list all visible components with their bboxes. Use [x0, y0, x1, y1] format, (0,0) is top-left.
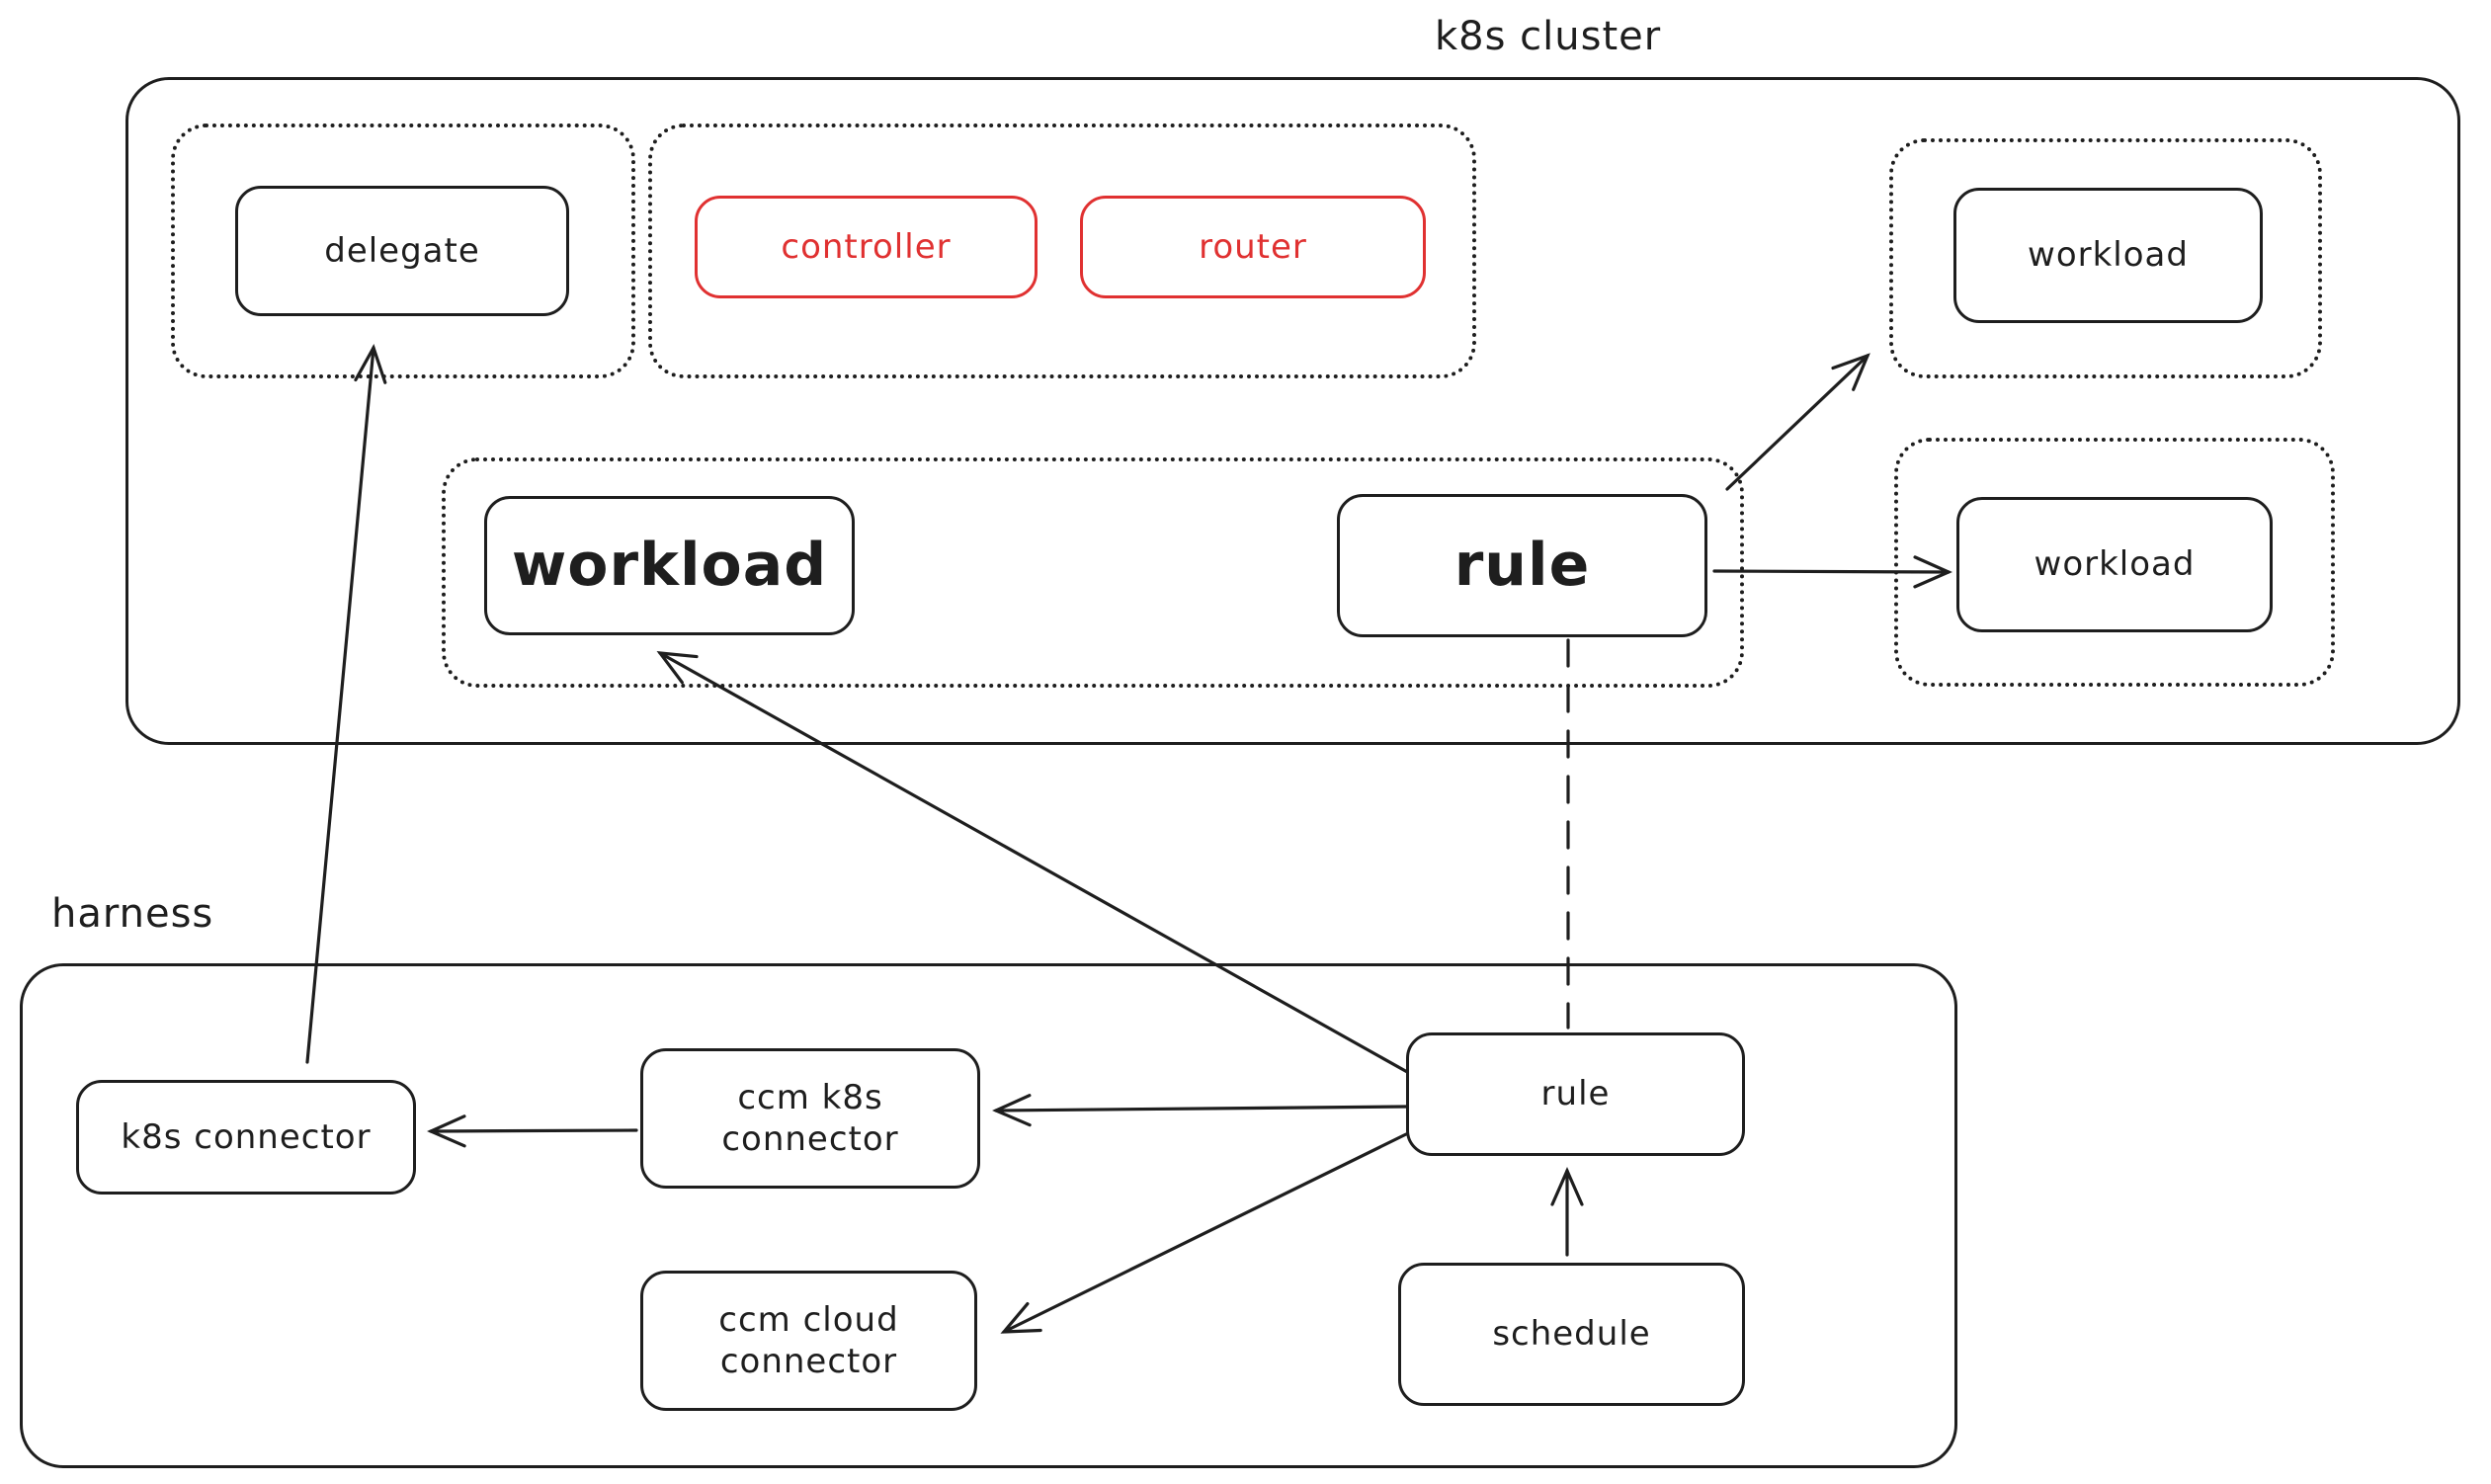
node-ccm-k8s-connector: ccm k8s connector [640, 1048, 980, 1189]
ccm-cloud-connector-line2: connector [719, 1342, 898, 1381]
ccm-cloud-connector-line1: ccm cloud [718, 1299, 899, 1340]
node-workload-middle: workload [484, 496, 855, 635]
workload-top-right-dotted-container [1889, 138, 2322, 378]
workload-right-dotted-container [1894, 438, 2335, 687]
ccm-k8s-connector-line1: ccm k8s [737, 1077, 883, 1117]
node-workload-right: workload [1956, 497, 2273, 632]
node-rule-cluster: rule [1337, 494, 1707, 637]
node-controller: controller [695, 196, 1038, 298]
k8s-cluster-label: k8s cluster [1435, 14, 1662, 59]
node-router: router [1080, 196, 1426, 298]
node-ccm-cloud-connector: ccm cloud connector [640, 1271, 977, 1411]
node-schedule: schedule [1398, 1263, 1745, 1406]
node-rule-harness: rule [1406, 1032, 1745, 1156]
controller-router-dotted-container [648, 124, 1476, 378]
ccm-k8s-connector-line2: connector [721, 1119, 899, 1159]
harness-label: harness [51, 891, 214, 937]
node-workload-top-right: workload [1953, 188, 2263, 323]
node-delegate: delegate [235, 186, 569, 316]
node-k8s-connector: k8s connector [76, 1080, 416, 1195]
delegate-dotted-container [171, 124, 635, 378]
